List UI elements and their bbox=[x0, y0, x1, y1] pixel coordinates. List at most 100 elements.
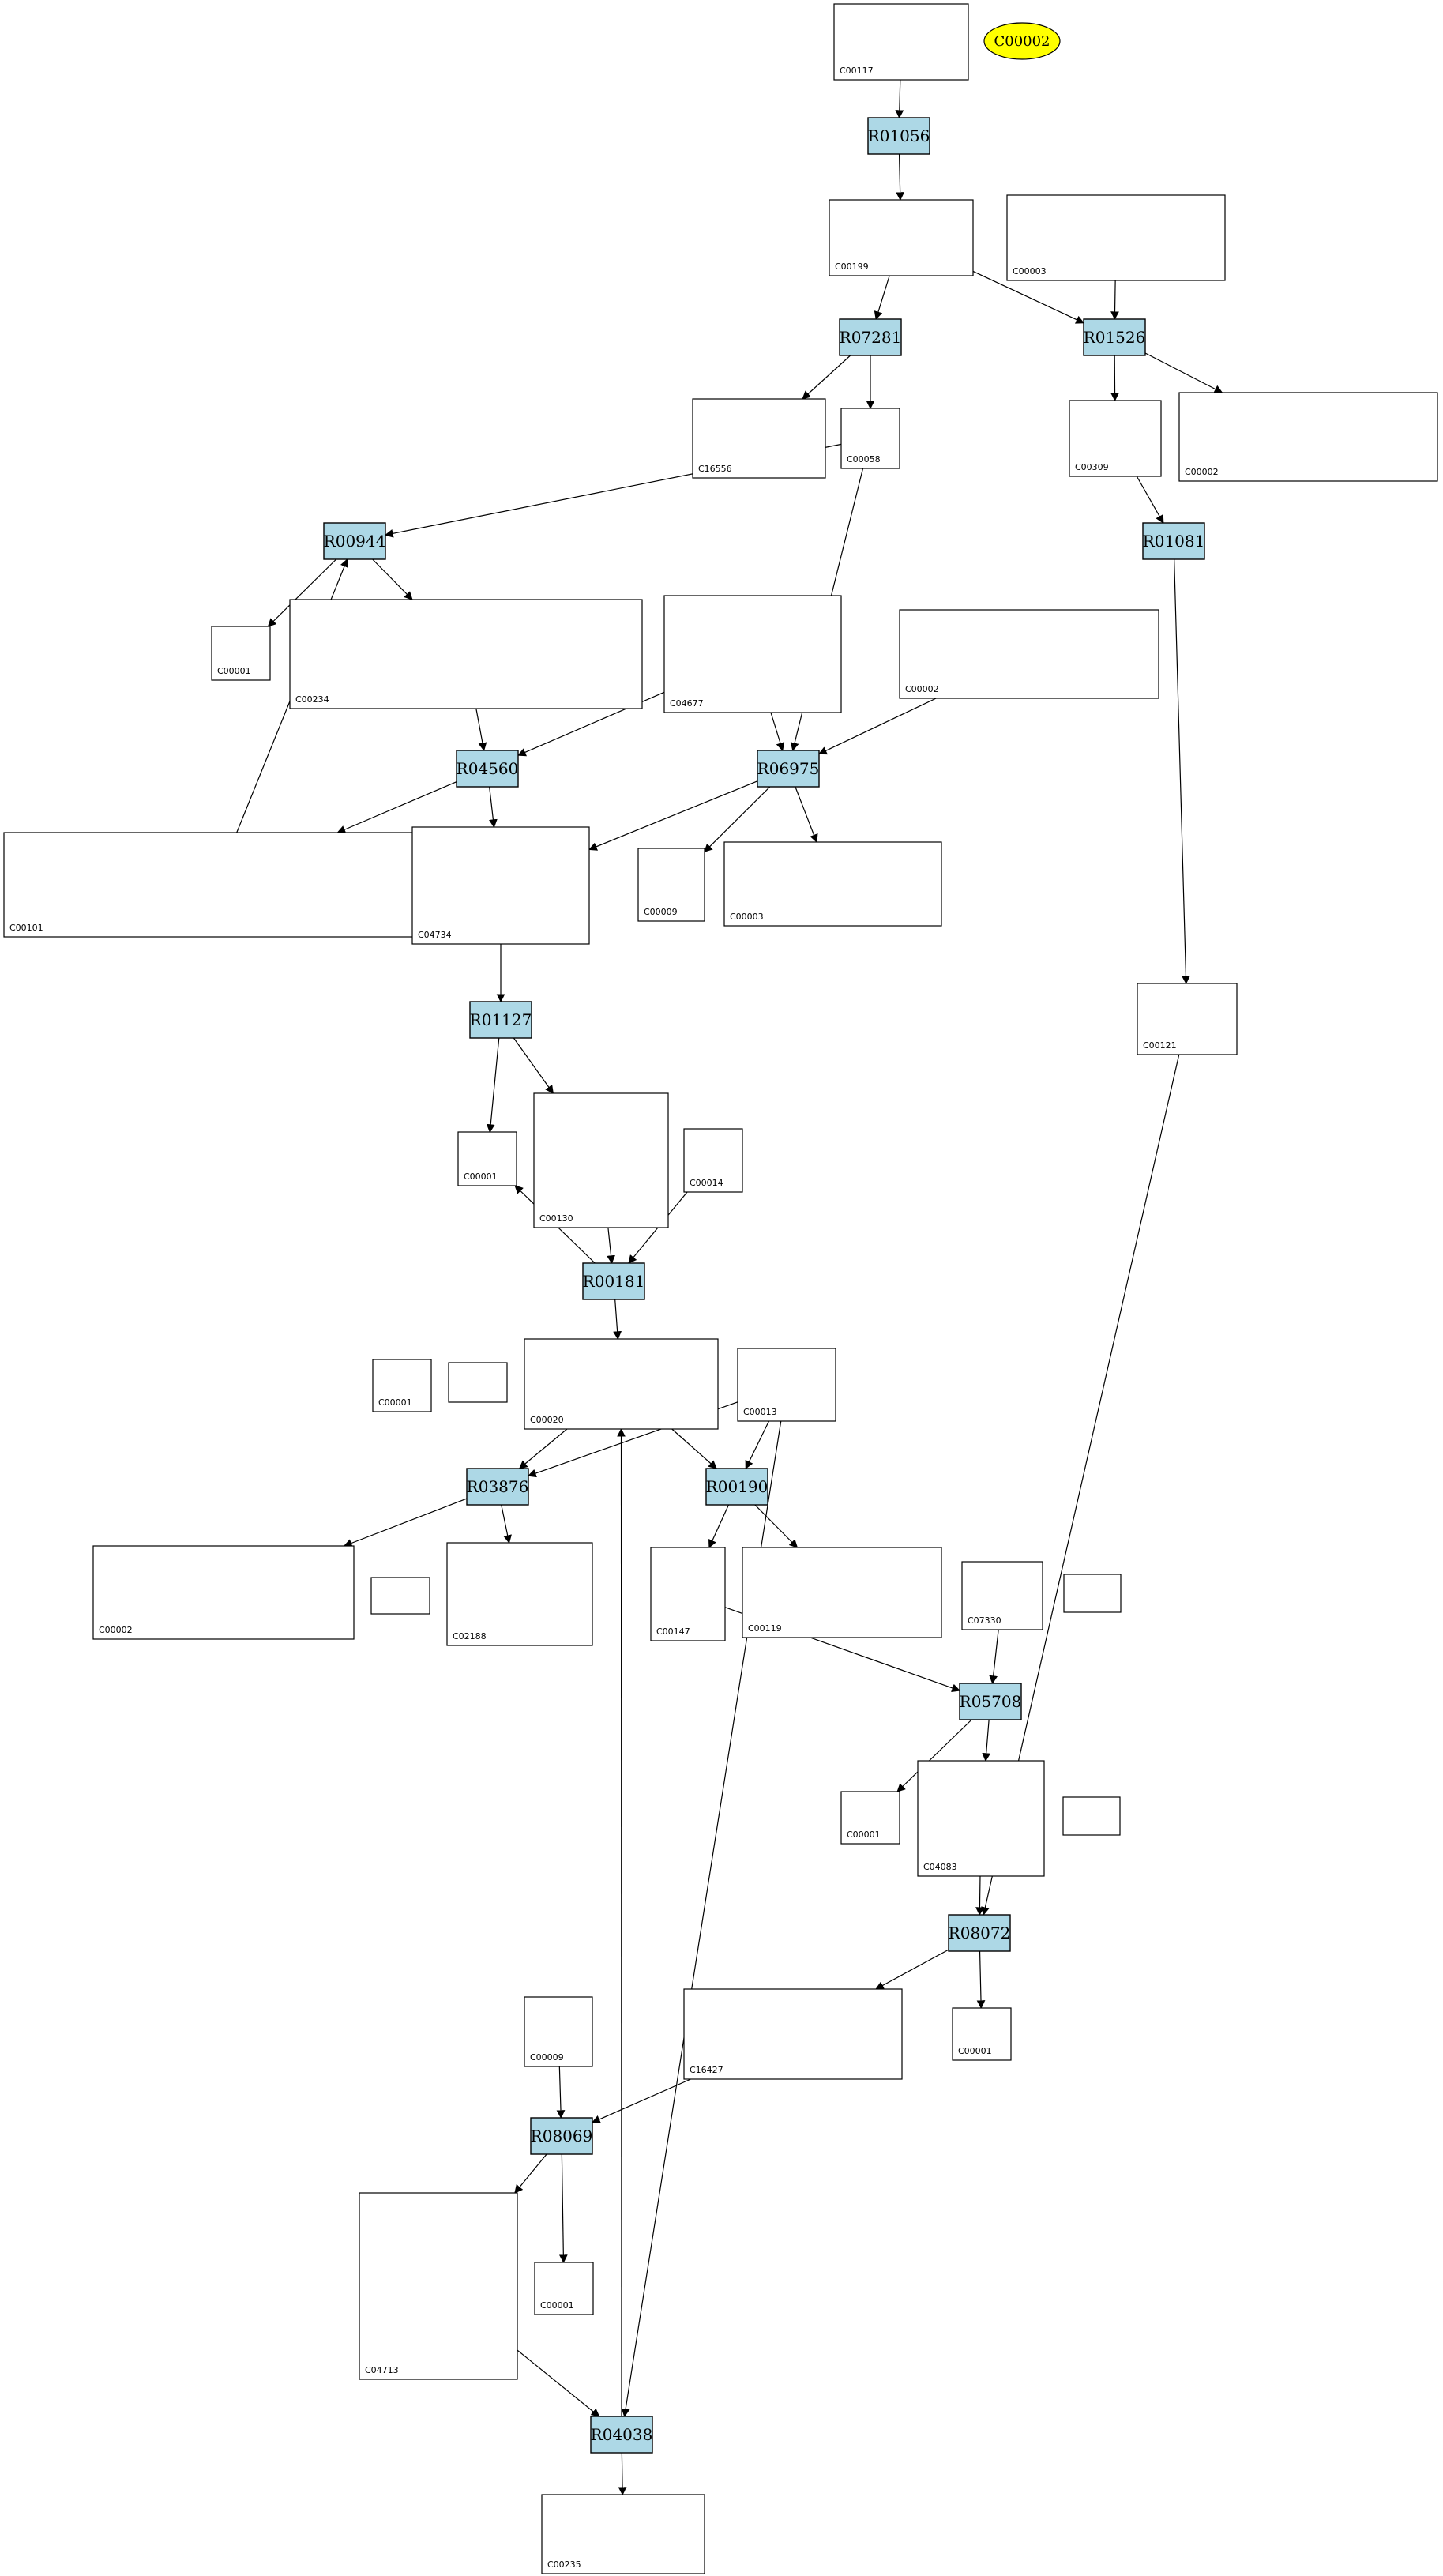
compound-label: C00130 bbox=[539, 1213, 573, 1224]
reaction-node[interactable]: R08069 bbox=[530, 2117, 593, 2155]
compound-node[interactable]: C04677 bbox=[663, 595, 842, 713]
compound-node[interactable]: C00121 bbox=[1137, 983, 1238, 1055]
compound-node[interactable]: C00009 bbox=[637, 848, 705, 922]
compound-node[interactable]: C00117 bbox=[833, 3, 969, 81]
edge-arrow bbox=[518, 1428, 568, 1469]
edge-arrow bbox=[982, 1719, 991, 1762]
compound-node[interactable]: C00235 bbox=[541, 2494, 705, 2574]
compound-node[interactable]: C00014 bbox=[683, 1128, 743, 1193]
edge-arrow bbox=[975, 1875, 984, 1916]
compound-node[interactable]: C00147 bbox=[650, 1547, 726, 1641]
reaction-node[interactable]: R06975 bbox=[757, 750, 820, 788]
reaction-node[interactable]: R01127 bbox=[469, 1001, 532, 1039]
edge-arrow bbox=[818, 698, 937, 755]
compound-node[interactable]: C00001 bbox=[534, 2262, 594, 2315]
compound-node[interactable]: C00013 bbox=[737, 1348, 836, 1422]
compound-node[interactable]: C00001 bbox=[457, 1131, 517, 1186]
edge-arrow bbox=[592, 2078, 691, 2123]
compound-node[interactable]: C00001 bbox=[211, 626, 271, 681]
compound-node[interactable]: C00020 bbox=[524, 1338, 719, 1430]
compound-label: C00003 bbox=[730, 912, 764, 922]
empty-compound-node[interactable] bbox=[1063, 1574, 1122, 1613]
compound-node[interactable]: C07330 bbox=[961, 1561, 1043, 1630]
compound-node[interactable]: C00009 bbox=[524, 1996, 593, 2067]
compound-label: C00058 bbox=[847, 454, 881, 464]
reaction-node[interactable]: R05708 bbox=[959, 1683, 1022, 1720]
edge-arrow bbox=[556, 2066, 566, 2119]
compound-node[interactable]: C00001 bbox=[372, 1359, 432, 1412]
edge-arrow bbox=[517, 2349, 600, 2417]
compound-node[interactable]: C00001 bbox=[952, 2007, 1012, 2061]
edge-arrow bbox=[1110, 280, 1119, 321]
reaction-node[interactable]: R01081 bbox=[1142, 522, 1205, 560]
compound-label: C00309 bbox=[1075, 462, 1109, 472]
compound-node[interactable]: C00101 bbox=[3, 832, 428, 938]
reaction-node[interactable]: R04560 bbox=[456, 750, 519, 788]
edge-arrow bbox=[704, 786, 771, 853]
compound-label: C00002 bbox=[99, 1625, 133, 1635]
compound-node[interactable]: C04734 bbox=[411, 826, 590, 945]
reaction-node[interactable]: R08072 bbox=[948, 1914, 1011, 1952]
compound-node[interactable]: C00130 bbox=[533, 1092, 669, 1228]
edge-arrow bbox=[486, 1037, 500, 1134]
edge-arrow bbox=[770, 712, 785, 752]
compound-label: C00101 bbox=[9, 923, 43, 933]
start-node-label: C00002 bbox=[994, 33, 1050, 50]
compound-node[interactable]: C04713 bbox=[359, 2192, 518, 2380]
compound-node[interactable]: C16556 bbox=[692, 398, 826, 479]
compound-node[interactable]: C02188 bbox=[446, 1542, 593, 1646]
edge-arrow bbox=[1136, 476, 1164, 524]
reaction-node[interactable]: R00181 bbox=[582, 1262, 645, 1300]
edge-arrow bbox=[1174, 558, 1190, 985]
edge-arrow bbox=[501, 1504, 512, 1544]
compound-label: C04713 bbox=[365, 2365, 399, 2375]
compound-node[interactable]: C00119 bbox=[742, 1547, 942, 1638]
compound-node[interactable]: C00058 bbox=[840, 408, 900, 469]
compound-label: C07330 bbox=[968, 1615, 1001, 1626]
reaction-node[interactable]: R07281 bbox=[839, 318, 902, 356]
empty-compound-node[interactable] bbox=[370, 1577, 430, 1615]
reaction-node[interactable]: R04038 bbox=[590, 2416, 653, 2454]
edge-arrow bbox=[802, 355, 851, 400]
compound-label: C00001 bbox=[217, 666, 251, 676]
compound-node[interactable]: C04083 bbox=[917, 1760, 1045, 1877]
compound-node[interactable]: C16427 bbox=[683, 1988, 903, 2080]
compound-label: C00199 bbox=[835, 261, 869, 272]
reaction-label: R05708 bbox=[960, 1692, 1022, 1711]
reaction-node[interactable]: R00190 bbox=[705, 1468, 768, 1506]
compound-label: C00009 bbox=[644, 907, 678, 917]
empty-compound-node[interactable] bbox=[448, 1362, 508, 1403]
edge-arrow bbox=[874, 275, 890, 321]
compound-node[interactable]: C00003 bbox=[723, 841, 942, 927]
compound-label: C02188 bbox=[453, 1631, 487, 1641]
edge-arrow bbox=[708, 1504, 730, 1548]
compound-node[interactable]: C00199 bbox=[829, 199, 974, 276]
reaction-label: R01127 bbox=[470, 1010, 532, 1029]
reaction-node[interactable]: R00944 bbox=[323, 522, 386, 560]
edge-arrow bbox=[989, 1629, 999, 1685]
compound-label: C00234 bbox=[295, 694, 329, 705]
compound-label: C00014 bbox=[690, 1178, 723, 1188]
compound-label: C00001 bbox=[958, 2046, 992, 2056]
compound-label: C00003 bbox=[1013, 266, 1047, 276]
reaction-label: R01526 bbox=[1084, 328, 1146, 347]
edge-arrow bbox=[267, 558, 337, 627]
compound-label: C00235 bbox=[547, 2559, 581, 2570]
compound-label: C00001 bbox=[540, 2300, 574, 2311]
reaction-node[interactable]: R03876 bbox=[466, 1468, 529, 1506]
compound-node[interactable]: C00002 bbox=[1178, 392, 1438, 482]
compound-node[interactable]: C00002 bbox=[899, 609, 1159, 699]
compound-node[interactable]: C00002 bbox=[92, 1545, 355, 1640]
compound-label: C00002 bbox=[1185, 467, 1219, 477]
edge-arrow bbox=[558, 2153, 568, 2264]
compound-node[interactable]: C00234 bbox=[289, 599, 643, 709]
reaction-node[interactable]: R01526 bbox=[1083, 318, 1146, 356]
start-node[interactable]: C00002 bbox=[983, 22, 1061, 60]
compound-node[interactable]: C00003 bbox=[1006, 194, 1226, 281]
compound-node[interactable]: C00001 bbox=[840, 1791, 900, 1845]
reaction-label: R07281 bbox=[840, 328, 902, 347]
reaction-node[interactable]: R01056 bbox=[867, 117, 930, 155]
compound-node[interactable]: C00309 bbox=[1069, 400, 1162, 477]
empty-compound-node[interactable] bbox=[1062, 1796, 1121, 1836]
